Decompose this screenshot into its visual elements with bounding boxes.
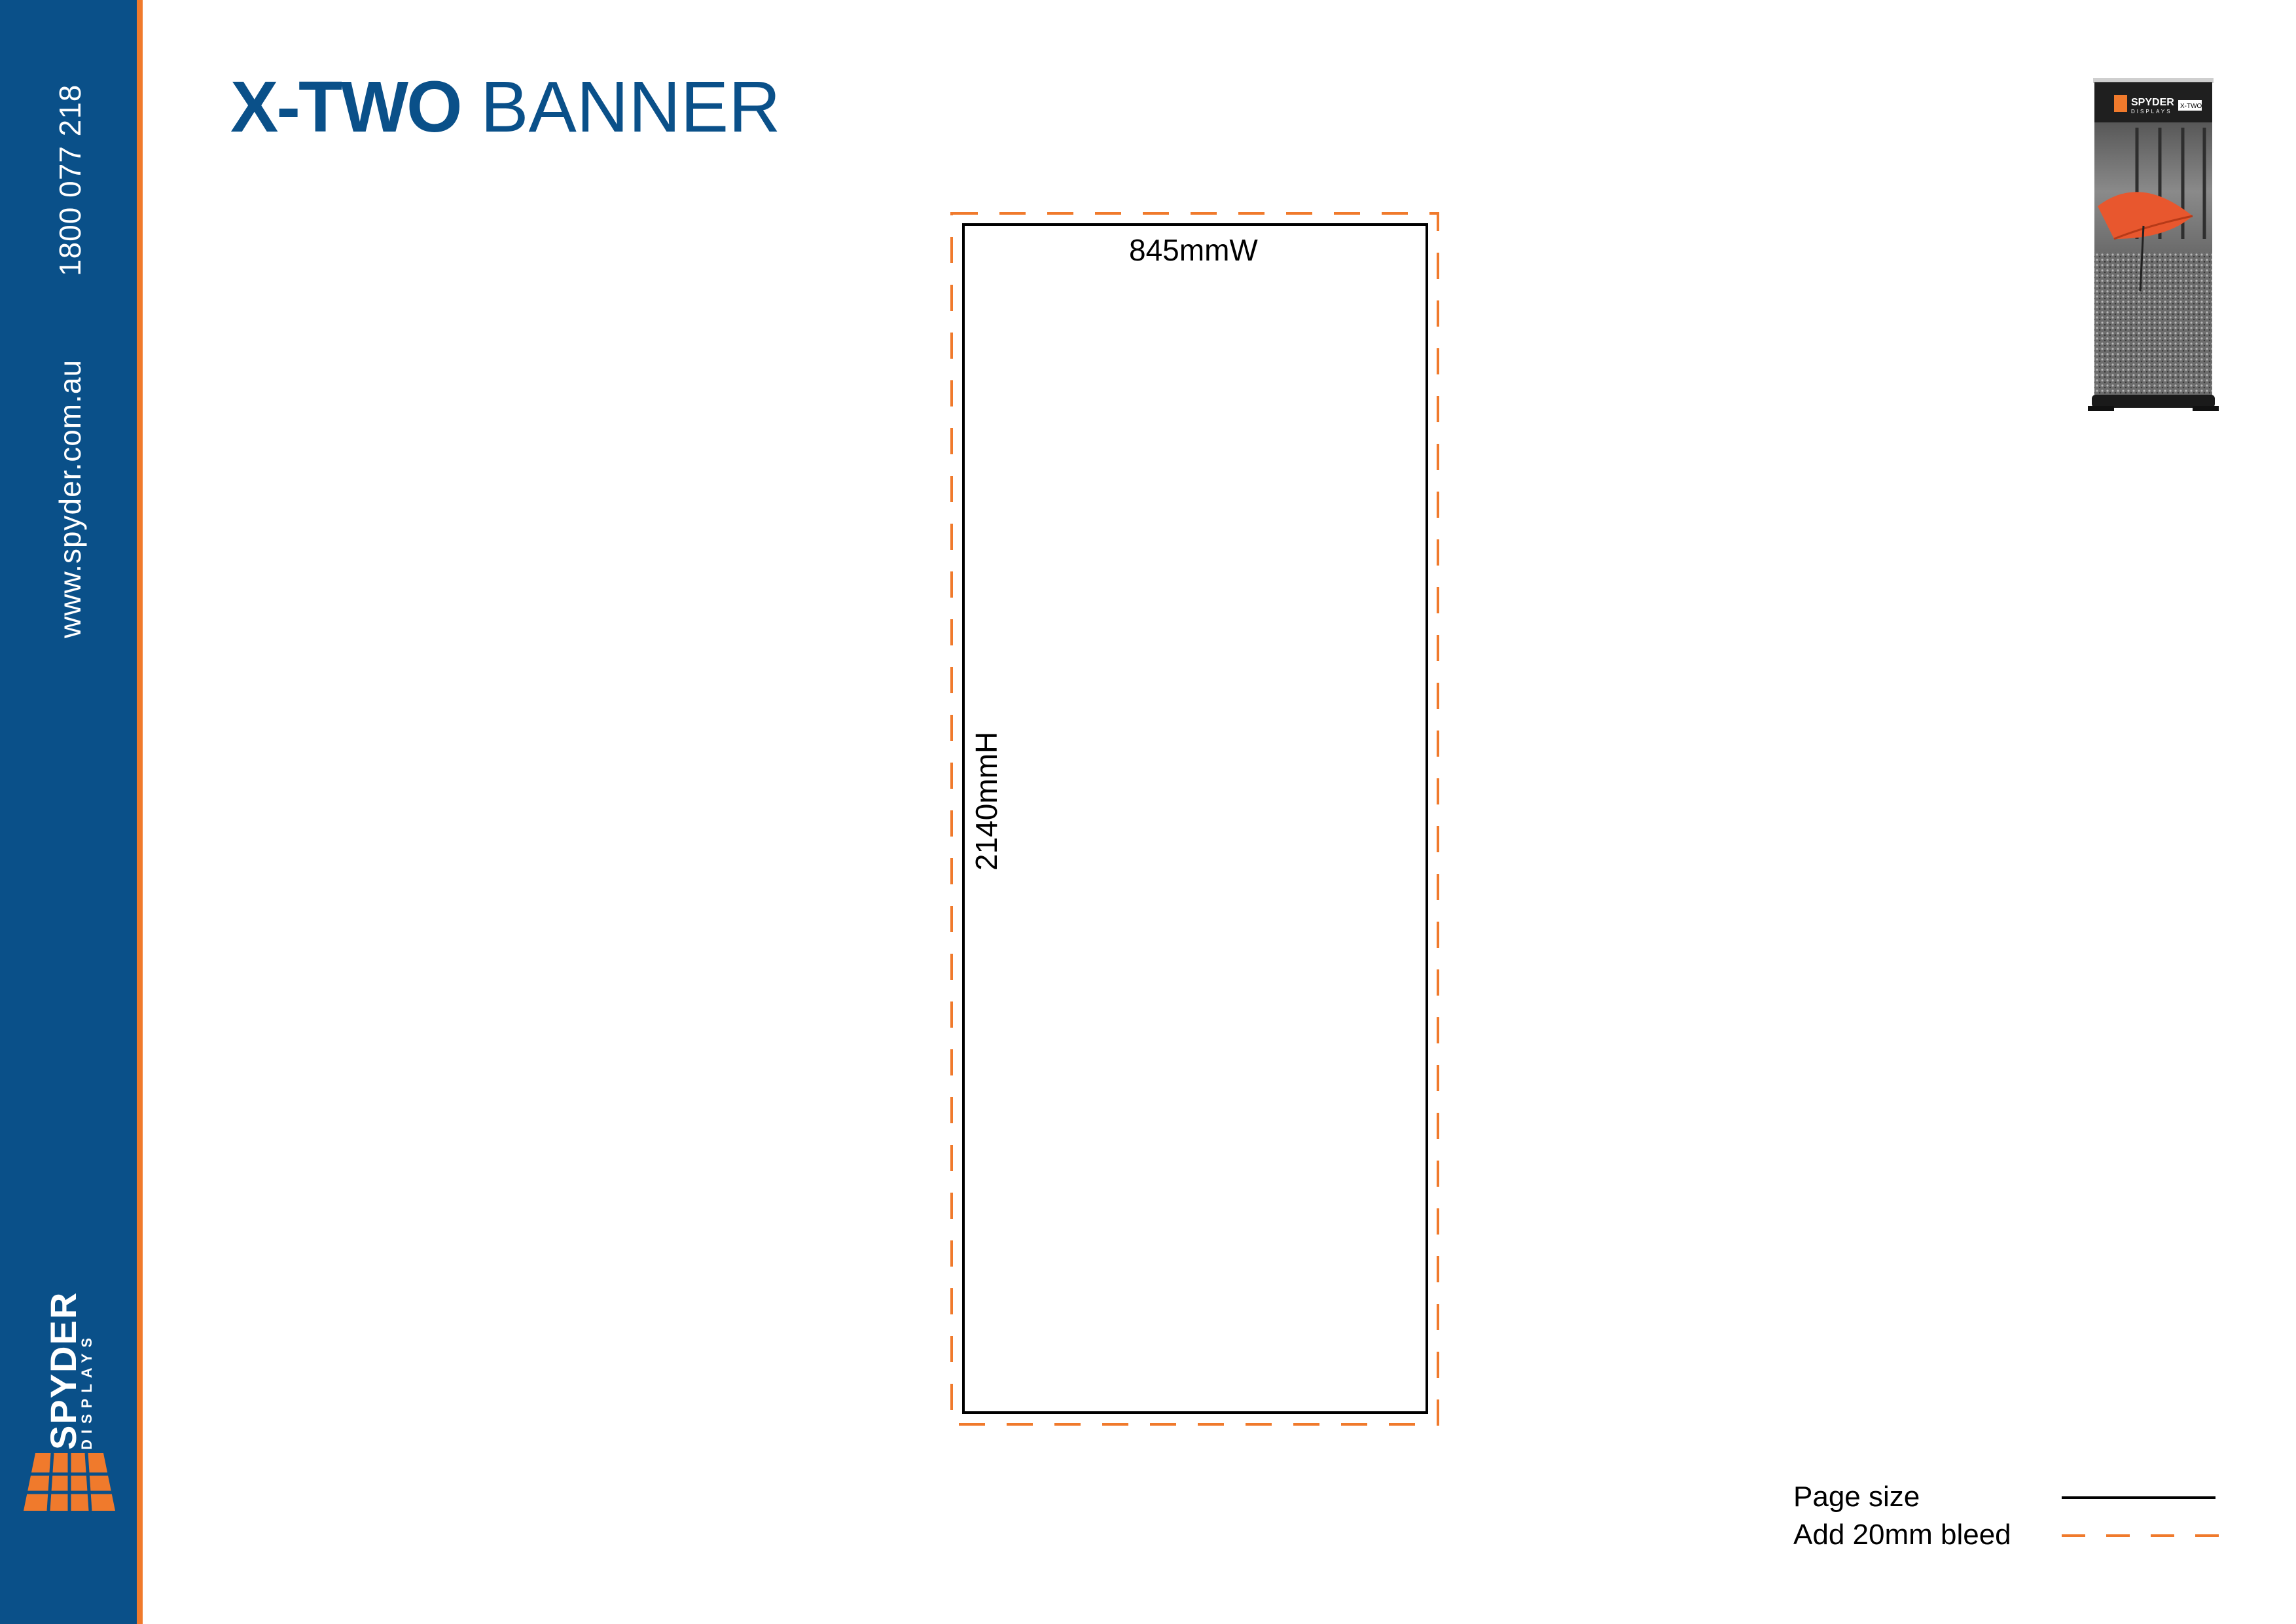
page-size-outline	[962, 223, 1428, 1414]
website-url: www.spyder.com.au	[53, 359, 87, 638]
sidebar	[0, 0, 137, 1624]
thumb-tag: X-TWO	[2180, 103, 2202, 110]
title-type: BANNER	[480, 67, 781, 147]
spyder-logo-icon	[24, 1453, 115, 1511]
legend-page-size-label: Page size	[1793, 1481, 1920, 1513]
banner-stand-thumbnail: SPYDER DISPLAYS X-TWO	[2088, 78, 2219, 411]
banner-template-diagram	[950, 212, 1439, 1426]
thumb-sub: DISPLAYS	[2131, 109, 2172, 115]
legend-swatches	[2062, 1496, 2225, 1537]
title-product: X-TWO	[230, 67, 463, 147]
bleed-outline	[950, 212, 1439, 1426]
width-dimension: 845mmW	[1129, 233, 1258, 267]
page-title: X-TWO BANNER	[230, 65, 781, 149]
thumb-brand: SPYDER	[2131, 97, 2174, 108]
height-dimension: 2140mmH	[969, 731, 1003, 871]
logo-subtitle: DISPLAYS	[79, 1331, 95, 1450]
sidebar-accent-stripe	[137, 0, 143, 1624]
legend-bleed-label: Add 20mm bleed	[1793, 1519, 2011, 1551]
phone-number: 1800 077 218	[53, 84, 87, 276]
